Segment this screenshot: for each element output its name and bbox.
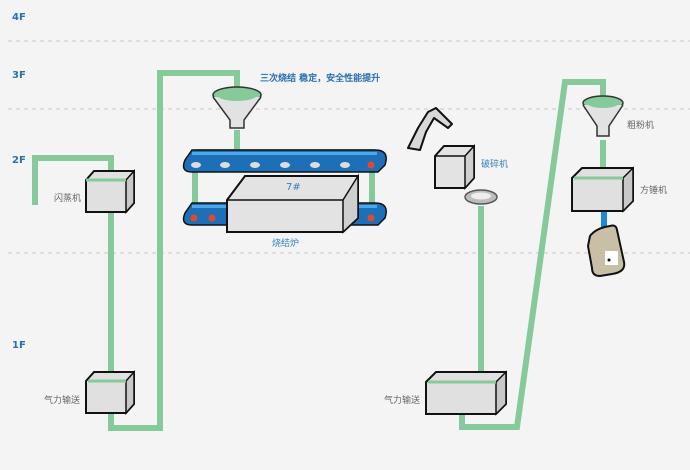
label-crusher: 破碎机	[481, 160, 509, 170]
crusher-cube	[434, 144, 475, 190]
square-hammer-box	[571, 166, 634, 213]
floor-label-2f: 2F	[12, 155, 26, 166]
headline: 三次烧结 稳定，安全性能提升	[260, 74, 381, 84]
pipe-riser-right	[459, 79, 606, 430]
label-square-hammer: 方锤机	[640, 186, 668, 196]
label-coarse-powder: 粗粉机	[627, 121, 655, 131]
label-flash-evaporator: 闪蒸机	[54, 194, 82, 204]
conveyor-top	[182, 149, 387, 173]
flash-evaporator-cube	[85, 169, 135, 214]
floor-label-1f: 1F	[12, 340, 26, 351]
product-bag-icon	[587, 224, 626, 277]
pneumatic-right-box	[425, 370, 507, 416]
label-pneumatic-left: 气力输送	[44, 396, 81, 406]
label-furnace: 烧结炉	[272, 239, 300, 249]
feed-hopper	[212, 86, 262, 129]
sieve-disc-highlight	[471, 192, 491, 200]
pipe-inlet	[32, 155, 114, 205]
sintering-furnace	[226, 173, 359, 234]
bag-outlet-pipe	[601, 211, 607, 228]
floor-label-4f: 4F	[12, 12, 26, 23]
robot-arm-icon	[407, 107, 453, 151]
label-pneumatic-right: 气力输送	[384, 396, 421, 406]
pipe-riser-left	[108, 70, 240, 431]
floor-label-3f: 3F	[12, 70, 26, 81]
pneumatic-left-cube	[85, 370, 135, 415]
label-furnace-number: 7#	[286, 182, 301, 193]
coarse-powder-hopper	[582, 95, 624, 137]
